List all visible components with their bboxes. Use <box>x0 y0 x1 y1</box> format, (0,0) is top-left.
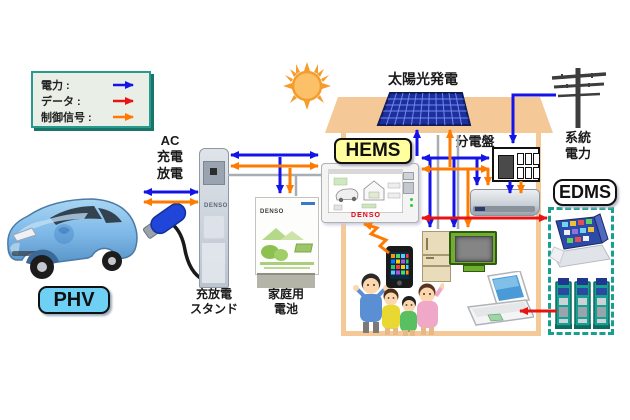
tablet-button <box>403 172 414 180</box>
son <box>400 296 417 336</box>
house-right-wall <box>536 133 541 336</box>
stand-lower-panel <box>202 243 225 283</box>
mother <box>417 283 444 335</box>
phv-label: PHV <box>38 286 110 314</box>
charging-plug-icon <box>142 203 209 284</box>
ac-line1: AC <box>160 133 180 148</box>
phv-car-icon <box>7 198 138 279</box>
stand-label-line1: 充放電 <box>195 287 232 301</box>
house-left-wall <box>341 133 346 336</box>
control-console-icon <box>550 213 611 268</box>
tv-stand <box>463 265 485 272</box>
utility-pole-icon <box>551 68 607 128</box>
solar-panel-icon <box>376 92 472 126</box>
charging-stand: DENSO <box>199 148 229 288</box>
rack <box>574 278 591 329</box>
tablet-led2 <box>410 204 413 207</box>
distribution-board-text: 分電盤 <box>455 134 495 149</box>
solar-power-text: 太陽光発電 <box>388 71 458 87</box>
fridge-handle2 <box>426 257 434 259</box>
legend: 電力 : データ : 制御信号 : <box>31 71 151 128</box>
breaker <box>517 167 524 179</box>
grid-power-label: 系統 電力 <box>556 130 600 163</box>
stand-plug-holder <box>203 215 225 239</box>
hems-controller: DENSO <box>321 163 419 223</box>
hems-label: HEMS <box>334 138 412 164</box>
solar-power-label: 太陽光発電 <box>383 71 463 89</box>
smartphone-icon <box>386 246 413 288</box>
ac-vent <box>473 206 535 212</box>
breaker <box>525 167 532 179</box>
tv-screen <box>455 236 493 262</box>
breaker <box>525 153 532 165</box>
battery-base <box>257 273 315 288</box>
hems-screen <box>328 169 403 213</box>
grid-power-line1: 系統 <box>564 130 591 145</box>
hems-brand: DENSO <box>351 212 381 219</box>
family-icon <box>353 273 444 336</box>
battery-label-line2: 電池 <box>273 302 298 316</box>
stand-label-line2: スタンド <box>189 302 238 316</box>
edms-text: EDMS <box>558 182 611 202</box>
legend-row-data: データ : <box>41 93 141 109</box>
tv-icon <box>449 231 497 265</box>
legend-power-label: 電力 : <box>41 80 70 92</box>
battery-artwork <box>260 228 314 269</box>
control-arrow-icon <box>113 113 134 121</box>
ac-line2: 充電 <box>156 149 183 165</box>
fridge-handle <box>426 238 428 250</box>
refrigerator-icon <box>422 231 451 282</box>
legend-row-power: 電力 : <box>41 77 141 93</box>
sun-icon <box>283 62 331 110</box>
ac-line3: 放電 <box>156 165 183 181</box>
legend-control-label: 制御信号 : <box>41 112 92 124</box>
battery-label-line1: 家庭用 <box>267 287 304 301</box>
fridge-door-line2 <box>423 265 450 267</box>
stand-button <box>210 168 217 175</box>
distribution-board-label: 分電盤 <box>452 134 498 150</box>
rack <box>593 278 610 329</box>
battery-label: 家庭用 電池 <box>255 287 317 317</box>
breaker <box>517 153 524 165</box>
ac-display <box>475 207 485 211</box>
daughter <box>382 288 400 335</box>
home-battery: DENSO <box>255 197 319 275</box>
rack <box>555 278 572 329</box>
edms-group-box <box>548 207 614 335</box>
laptop-icon <box>466 271 534 326</box>
power-arrow-icon <box>113 81 134 89</box>
breaker <box>533 153 540 165</box>
distribution-board <box>492 147 540 182</box>
fridge-door-line <box>423 254 450 256</box>
tablet-led1 <box>410 198 413 201</box>
tablet-keypad <box>403 182 414 194</box>
legend-data-label: データ : <box>41 96 81 108</box>
air-conditioner-icon <box>470 189 540 216</box>
main-breaker <box>498 155 514 179</box>
legend-row-control: 制御信号 : <box>41 109 141 125</box>
grid-power-line2: 電力 <box>564 146 591 162</box>
battery-brand: DENSO <box>260 209 284 215</box>
house-floor <box>341 331 541 336</box>
stand-label: 充放電 スタンド <box>186 287 242 317</box>
phv-text: PHV <box>53 289 95 311</box>
edms-label: EDMS <box>553 179 617 206</box>
breaker <box>533 167 540 179</box>
battery-logo-mark <box>301 202 315 205</box>
hems-text: HEMS <box>345 140 401 161</box>
data-arrow-icon <box>113 97 134 105</box>
ac-charge-label: AC 充電 放電 <box>146 133 194 182</box>
stand-brand: DENSO <box>204 203 228 209</box>
server-racks-icon <box>555 278 610 329</box>
father <box>353 273 389 333</box>
